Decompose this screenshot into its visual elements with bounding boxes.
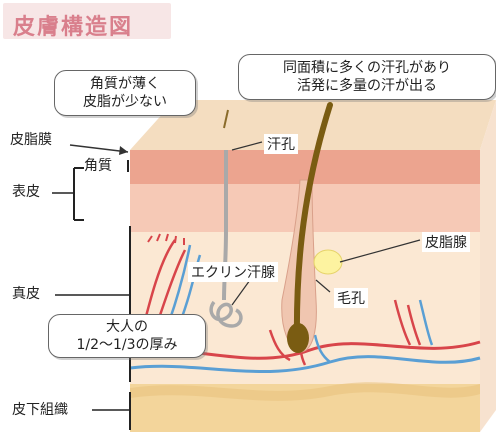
- sebaceous-gland: [313, 249, 343, 275]
- callout-thin-stratum-line1: 角質が薄く: [90, 76, 160, 92]
- sebaceous-pointer: [339, 239, 421, 263]
- sebum-arrowhead: [119, 146, 128, 155]
- hair-shaft: [293, 102, 333, 348]
- callout-thin-stratum: 角質が薄く 皮脂が少ない: [54, 70, 196, 117]
- epidermis-bracket: [73, 167, 84, 221]
- eccrine-pointer: [231, 279, 251, 306]
- callout-dermis-thickness-line2: 1/2～1/3の厚み: [76, 337, 178, 354]
- label-sebaceous-gland: 皮脂腺: [422, 232, 470, 252]
- hair-pore-pointer: [315, 279, 331, 293]
- capillary-tuft-1: [147, 233, 185, 245]
- diagram-title: 皮膚構造図: [13, 15, 134, 40]
- label-sweat-pore: 汗孔: [264, 134, 298, 154]
- title-banner: 皮膚構造図: [3, 3, 171, 40]
- sweat-pore-pointer: [231, 141, 263, 151]
- subcutaneous-wave: [130, 382, 480, 401]
- label-sebaceous-membrane: 皮脂膜: [10, 132, 52, 148]
- callout-dermis-thickness-line1: 大人の: [106, 319, 148, 335]
- capillary-tuft-5: [418, 299, 434, 346]
- label-stratum-corneum: 角質: [84, 158, 112, 174]
- capillary-tuft-3: [313, 334, 331, 363]
- label-eccrine-gland: エクリン汗腺: [188, 262, 278, 282]
- capillary-tuft-4: [393, 299, 422, 346]
- sebum-arrow: [69, 144, 129, 153]
- label-dermis: 真皮: [12, 286, 40, 302]
- callout-many-pores-line2: 活発に多量の汗が出る: [297, 78, 437, 95]
- skin-surface: [130, 100, 496, 150]
- skin-side-face: [480, 100, 496, 432]
- sweat-gland-coil: [209, 300, 243, 328]
- callout-many-pores-line1: 同面積に多くの汗孔があり: [283, 60, 451, 76]
- callout-thin-stratum-line2: 皮脂が少ない: [83, 94, 167, 111]
- label-hair-pore: 毛孔: [334, 288, 368, 308]
- callout-many-pores: 同面積に多くの汗孔があり 活発に多量の汗が出る: [238, 54, 496, 101]
- label-epidermis: 表皮: [12, 184, 40, 200]
- stratum-band: [130, 150, 480, 184]
- label-subcutaneous: 皮下組織: [12, 402, 68, 418]
- callout-dermis-thickness: 大人の 1/2～1/3の厚み: [48, 314, 206, 359]
- sweat-pore-mark: [223, 109, 229, 129]
- hair-bulb: [287, 323, 309, 353]
